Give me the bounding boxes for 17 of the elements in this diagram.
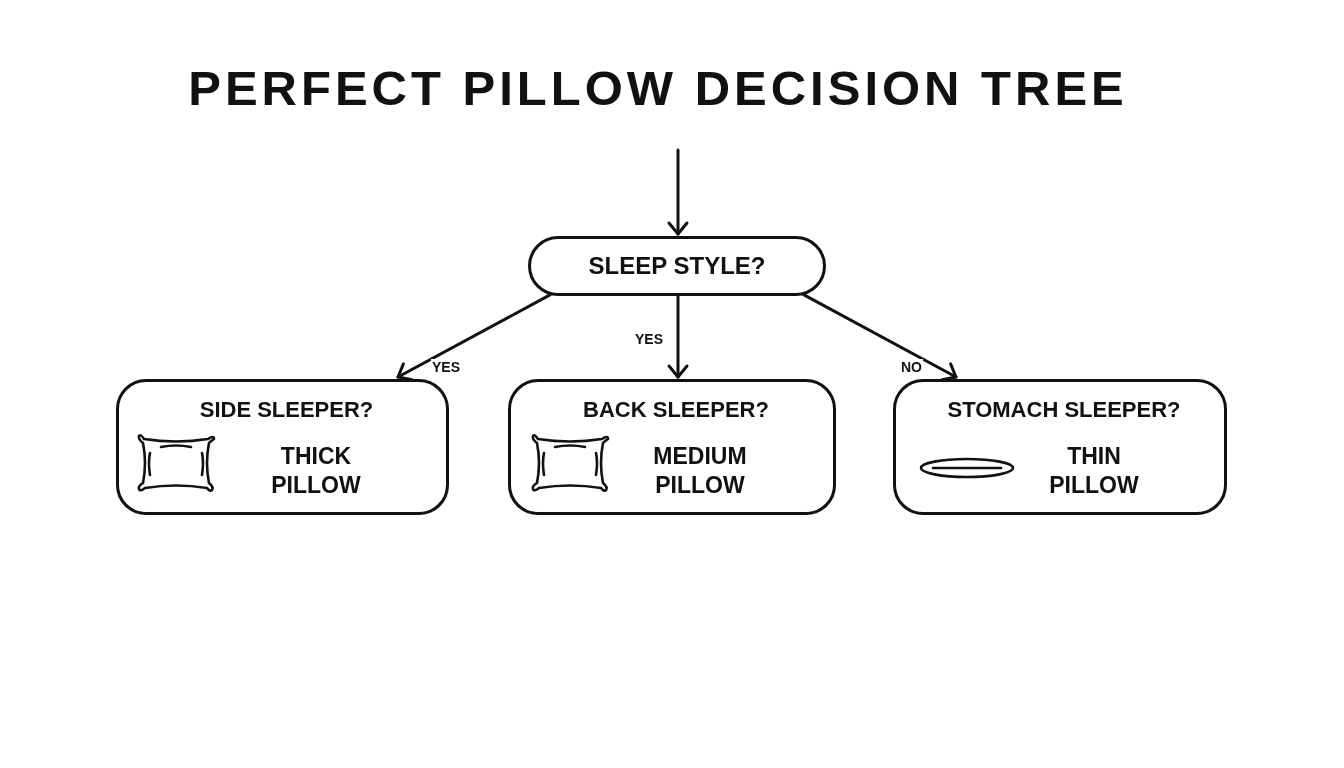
question-text: SLEEP STYLE? (587, 252, 767, 280)
decision-box (508, 379, 836, 515)
arrow (667, 294, 689, 379)
recommendation-text: THICK PILLOW (270, 442, 362, 500)
decision-box (116, 379, 449, 515)
diagram-title: PERFECT PILLOW DECISION TREE (187, 60, 1129, 117)
decision-box (893, 379, 1227, 515)
edge-label: NO (900, 359, 923, 375)
edge-label: YES (634, 331, 664, 347)
question-text: STOMACH SLEEPER? (946, 397, 1182, 423)
arrow (667, 148, 689, 236)
question-text: SIDE SLEEPER? (198, 397, 375, 423)
recommendation-text: MEDIUM PILLOW (652, 442, 748, 500)
question-text: BACK SLEEPER? (582, 397, 770, 423)
recommendation-text: THIN PILLOW (1048, 442, 1140, 500)
start-question-box (528, 236, 826, 296)
edge-label: YES (431, 359, 461, 375)
